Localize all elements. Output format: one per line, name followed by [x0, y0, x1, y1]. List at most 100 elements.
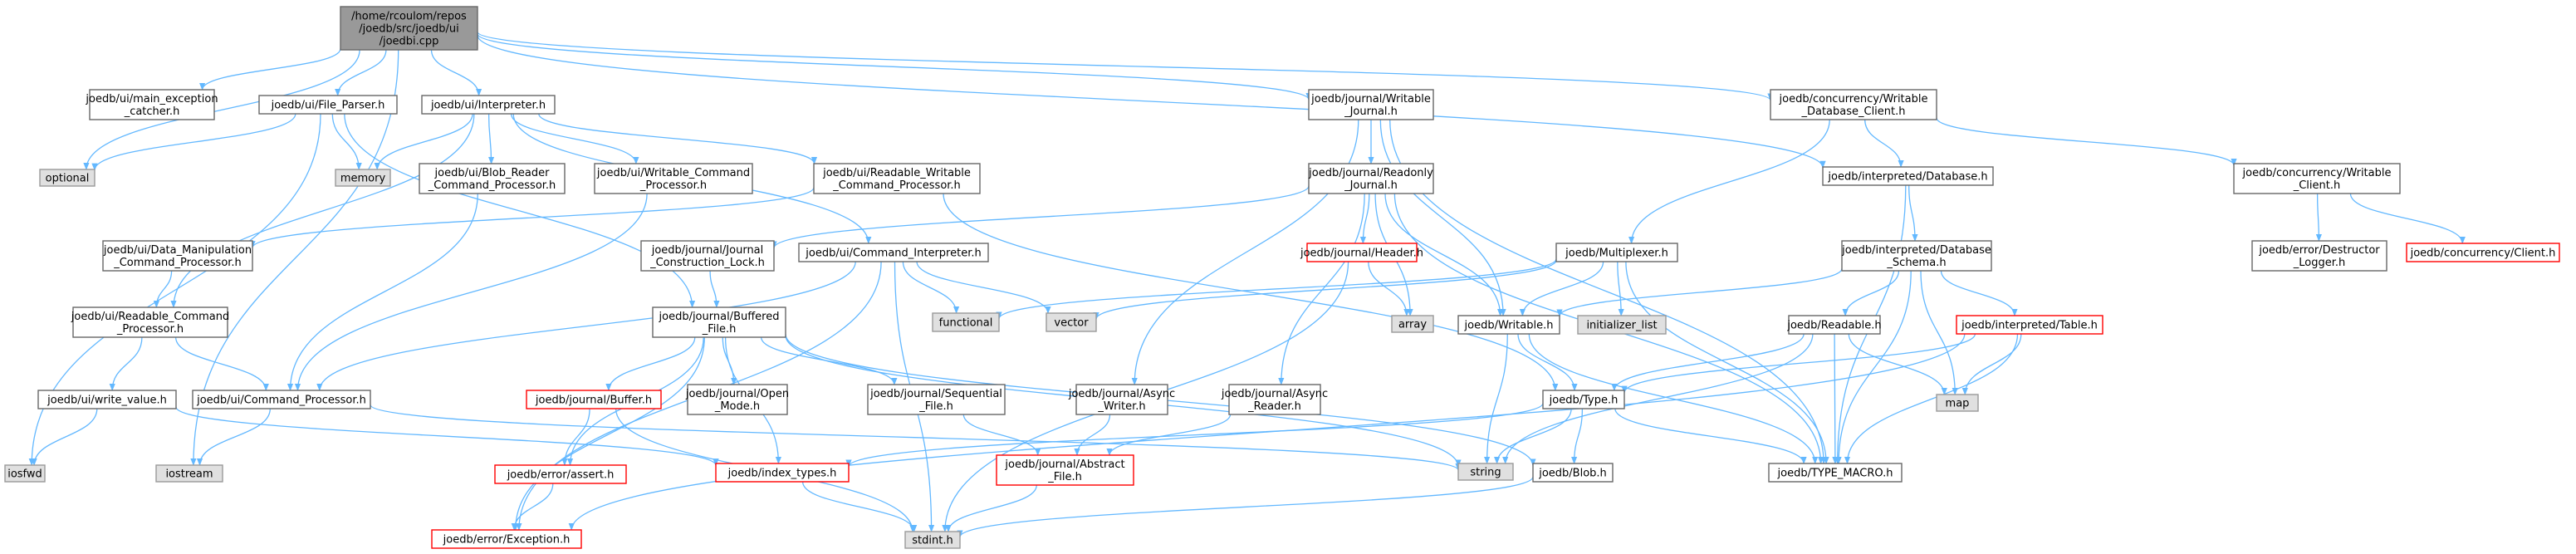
- edge-db_schema-to-map: [1920, 270, 1958, 395]
- node-root[interactable]: /home/rcoulom/repos/joedb/src/joedb/ui/j…: [340, 6, 478, 51]
- node-open-mode[interactable]: joedb/journal/Open_Mode.h: [685, 384, 789, 415]
- node-main-exception[interactable]: joedb/ui/main_exception_catcher.h: [85, 89, 218, 120]
- node-label: /joedbi.cpp: [380, 36, 439, 48]
- node-label: vector: [1054, 317, 1089, 330]
- edge-readable-to-string: [1502, 333, 1814, 464]
- node-label: joedb/ui/File_Parser.h: [271, 100, 385, 112]
- edge-writable-to-type: [1517, 333, 1578, 391]
- node-blob-reader[interactable]: joedb/ui/Blob_Reader_Command_Processor.h: [419, 163, 566, 194]
- node-label: /joedb/src/joedb/ui: [359, 23, 459, 36]
- node-assert[interactable]: joedb/error/assert.h: [494, 464, 627, 484]
- node-index-types[interactable]: joedb/index_types.h: [715, 463, 850, 483]
- node-label: _Journal.h: [1344, 105, 1398, 118]
- node-box: [1457, 315, 1560, 335]
- edge-file_parser-to-iosfwd: [28, 113, 321, 466]
- edge-file_parser-to-memory: [331, 113, 362, 170]
- node-async-writer[interactable]: joedb/journal/Async_Writer.h: [1068, 384, 1175, 415]
- node-iosfwd: iosfwd: [4, 464, 46, 483]
- node-type-macro[interactable]: joedb/TYPE_MACRO.h: [1768, 463, 1903, 483]
- edge-readonly_journal-to-header: [1359, 193, 1370, 244]
- edge-readable_cmd-to-write_value: [109, 336, 143, 391]
- edge-header-to-array: [1368, 261, 1410, 316]
- edge-buffer-to-assert: [561, 408, 590, 466]
- node-command-processor[interactable]: joedb/ui/Command_Processor.h: [192, 390, 371, 409]
- node-label: _Processor.h: [116, 323, 184, 336]
- node-interp-table[interactable]: joedb/interpreted/Table.h: [1956, 315, 2103, 335]
- edge-interp_database-to-db_schema: [1908, 184, 1918, 242]
- edge-file_parser-to-optional: [91, 113, 296, 171]
- node-label: joedb/journal/Header.h: [1300, 248, 1423, 260]
- node-box: [1555, 243, 1678, 262]
- node-client[interactable]: joedb/concurrency/Client.h: [2406, 243, 2560, 262]
- node-readonly-journal[interactable]: joedb/journal/Readonly_Journal.h: [1308, 163, 1434, 194]
- node-async-reader[interactable]: joedb/journal/Async_Reader.h: [1221, 384, 1328, 415]
- node-multiplexer[interactable]: joedb/Multiplexer.h: [1555, 243, 1678, 262]
- node-writable-journal[interactable]: joedb/journal/Writable_Journal.h: [1308, 89, 1434, 120]
- node-buffer[interactable]: joedb/journal/Buffer.h: [526, 390, 662, 409]
- node-writable-db-client[interactable]: joedb/concurrency/Writable_Database_Clie…: [1770, 89, 1937, 120]
- node-data-manip[interactable]: joedb/ui/Data_Manipulation_Command_Proce…: [102, 240, 253, 272]
- node-box: [494, 464, 627, 484]
- node-label: joedb/Type.h: [1549, 395, 1619, 407]
- edge-root-to-interp_database: [477, 35, 1826, 169]
- edge-writable_client-to-client: [2349, 193, 2466, 244]
- edge-interpreter-to-blob_reader: [487, 113, 495, 164]
- edge-cmd_interpreter-to-vector: [916, 261, 1051, 314]
- node-interpreter[interactable]: joedb/ui/Interpreter.h: [421, 95, 556, 115]
- node-label: joedb/journal/Buffered: [659, 311, 780, 323]
- edge-multiplexer-to-writable: [1519, 261, 1604, 316]
- node-box: [932, 312, 1000, 332]
- node-label: _Reader.h: [1247, 400, 1301, 413]
- node-buffered-file[interactable]: joedb/journal/Buffered_File.h: [652, 306, 786, 338]
- edge-root-to-main_exception: [199, 48, 341, 91]
- node-label: joedb/ui/Command_Processor.h: [196, 395, 366, 407]
- node-readable-cmd[interactable]: joedb/ui/Readable_Command_Processor.h: [71, 306, 230, 338]
- node-label: joedb/TYPE_MACRO.h: [1777, 468, 1893, 480]
- node-box: [1936, 394, 1979, 412]
- node-label: _File.h: [702, 323, 737, 336]
- node-box: [4, 464, 46, 483]
- node-exception[interactable]: joedb/error/Exception.h: [431, 529, 582, 549]
- node-db-schema[interactable]: joedb/interpreted/Database_Schema.h: [1841, 240, 1992, 272]
- node-string: string: [1457, 463, 1514, 481]
- node-box: [37, 390, 177, 409]
- node-box: [640, 240, 775, 272]
- node-blob[interactable]: joedb/Blob.h: [1532, 463, 1614, 483]
- node-label: joedb/Blob.h: [1538, 468, 1607, 480]
- node-label: initializer_list: [1586, 320, 1657, 332]
- edge-command_processor-to-iostream: [196, 408, 271, 466]
- edge-journal_lock-to-buffered_file: [709, 270, 720, 308]
- edge-readable-to-type: [1611, 333, 1805, 391]
- node-readable[interactable]: joedb/Readable.h: [1786, 315, 1882, 335]
- node-journal-lock[interactable]: joedb/journal/Journal_Construction_Lock.…: [640, 240, 775, 272]
- edge-type-to-type_macro: [1614, 408, 1807, 464]
- node-label: joedb/interpreted/Database.h: [1827, 171, 1987, 184]
- edge-root-to-writable_journal: [477, 33, 1312, 101]
- edge-db_schema-to-readable: [1842, 270, 1900, 316]
- node-label: _Database_Client.h: [1800, 105, 1905, 118]
- node-abstract-file[interactable]: joedb/journal/Abstract_File.h: [996, 454, 1134, 486]
- node-interp-database[interactable]: joedb/interpreted/Database.h: [1822, 166, 1994, 186]
- node-file-parser[interactable]: joedb/ui/File_Parser.h: [258, 95, 398, 115]
- node-box: [1542, 390, 1625, 409]
- edge-type-to-string: [1493, 408, 1572, 464]
- node-readable-writable-cmd[interactable]: joedb/ui/Readable_Writable_Command_Proce…: [813, 163, 981, 194]
- node-box: [1457, 463, 1514, 481]
- node-writable[interactable]: joedb/Writable.h: [1457, 315, 1560, 335]
- node-box: [2406, 243, 2560, 262]
- edge-readonly_journal-to-journal_lock: [771, 185, 1310, 249]
- node-destructor-logger[interactable]: joedb/error/Destructor_Logger.h: [2251, 240, 2387, 272]
- node-writable-cmd[interactable]: joedb/ui/Writable_Command_Processor.h: [594, 163, 753, 194]
- node-writable-client[interactable]: joedb/concurrency/Writable_Client.h: [2233, 163, 2401, 194]
- node-write-value[interactable]: joedb/ui/write_value.h: [37, 390, 177, 409]
- node-cmd-interpreter[interactable]: joedb/ui/Command_Interpreter.h: [798, 243, 989, 262]
- node-box: [1308, 163, 1434, 194]
- node-label: iosfwd: [7, 468, 42, 481]
- node-sequential-file[interactable]: joedb/journal/Sequential_File.h: [867, 384, 1006, 415]
- edge-write_value-to-iosfwd: [31, 408, 98, 466]
- node-type[interactable]: joedb/Type.h: [1542, 390, 1625, 409]
- edge-type-to-blob: [1570, 408, 1584, 464]
- node-label: joedb/index_types.h: [727, 468, 837, 480]
- node-label: _Journal.h: [1344, 179, 1398, 192]
- node-header[interactable]: joedb/journal/Header.h: [1300, 243, 1423, 262]
